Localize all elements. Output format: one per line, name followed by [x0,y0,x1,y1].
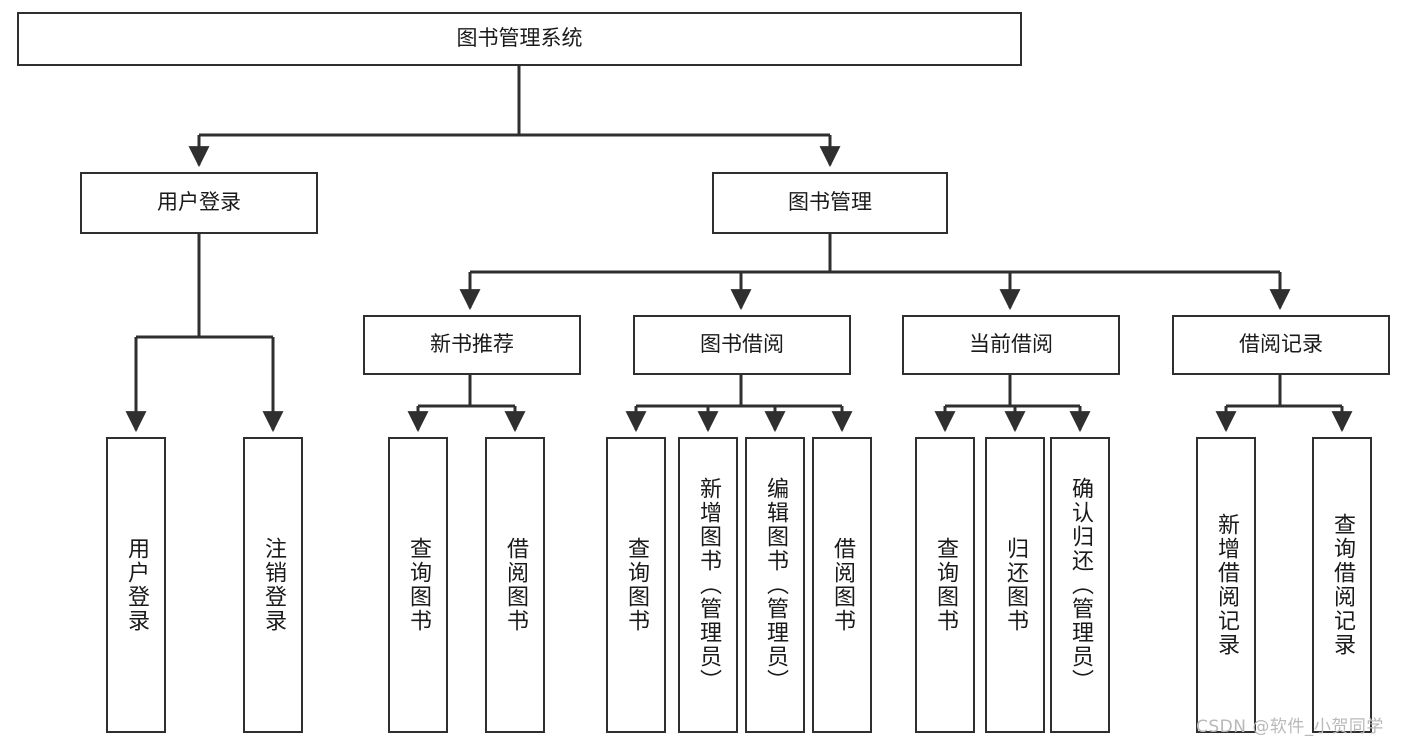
node-label: 新增借阅记录 [1214,513,1239,657]
node-label: 查询图书 [933,537,958,633]
node-label: 图书管理 [788,190,872,215]
node-leaf-edit-book-admin[interactable]: 编辑图书（管理员） [745,437,805,733]
node-leaf-user-login[interactable]: 用户登录 [106,437,166,733]
node-label: 编辑图书（管理员） [763,477,788,693]
node-user-login[interactable]: 用户登录 [80,172,318,234]
node-leaf-return-book[interactable]: 归还图书 [985,437,1045,733]
node-leaf-borrow-book-recommend[interactable]: 借阅图书 [485,437,545,733]
node-leaf-add-book-admin[interactable]: 新增图书（管理员） [678,437,738,733]
node-label: 注销登录 [261,537,286,633]
node-leaf-borrow-book[interactable]: 借阅图书 [812,437,872,733]
node-new-book-recommend[interactable]: 新书推荐 [363,315,581,375]
node-label: 确认归还（管理员） [1068,477,1093,693]
node-leaf-add-borrow-record[interactable]: 新增借阅记录 [1196,437,1256,733]
node-label: 图书借阅 [700,332,784,357]
node-label: 新增图书（管理员） [696,477,721,693]
node-label: 查询图书 [406,537,431,633]
node-leaf-query-book-current[interactable]: 查询图书 [915,437,975,733]
node-root[interactable]: 图书管理系统 [17,12,1022,66]
node-label: 借阅记录 [1239,332,1323,357]
node-label: 用户登录 [124,537,149,633]
node-label: 用户登录 [157,190,241,215]
node-book-borrow[interactable]: 图书借阅 [633,315,851,375]
node-leaf-query-book-recommend[interactable]: 查询图书 [388,437,448,733]
node-borrow-records[interactable]: 借阅记录 [1172,315,1390,375]
node-book-manage[interactable]: 图书管理 [712,172,948,234]
node-label: 当前借阅 [969,332,1053,357]
node-label: 图书管理系统 [456,26,583,51]
node-label: 归还图书 [1003,537,1028,633]
node-leaf-logout[interactable]: 注销登录 [243,437,303,733]
node-label: 借阅图书 [830,537,855,633]
node-label: 查询借阅记录 [1330,513,1355,657]
node-label: 查询图书 [624,537,649,633]
csdn-watermark: CSDN @软件_小贺同学 [1196,717,1384,737]
node-label: 借阅图书 [503,537,528,633]
node-leaf-confirm-return-admin[interactable]: 确认归还（管理员） [1050,437,1110,733]
node-label: 新书推荐 [430,332,514,357]
node-leaf-query-borrow-record[interactable]: 查询借阅记录 [1312,437,1372,733]
node-leaf-query-book-borrow[interactable]: 查询图书 [606,437,666,733]
node-current-borrow[interactable]: 当前借阅 [902,315,1120,375]
